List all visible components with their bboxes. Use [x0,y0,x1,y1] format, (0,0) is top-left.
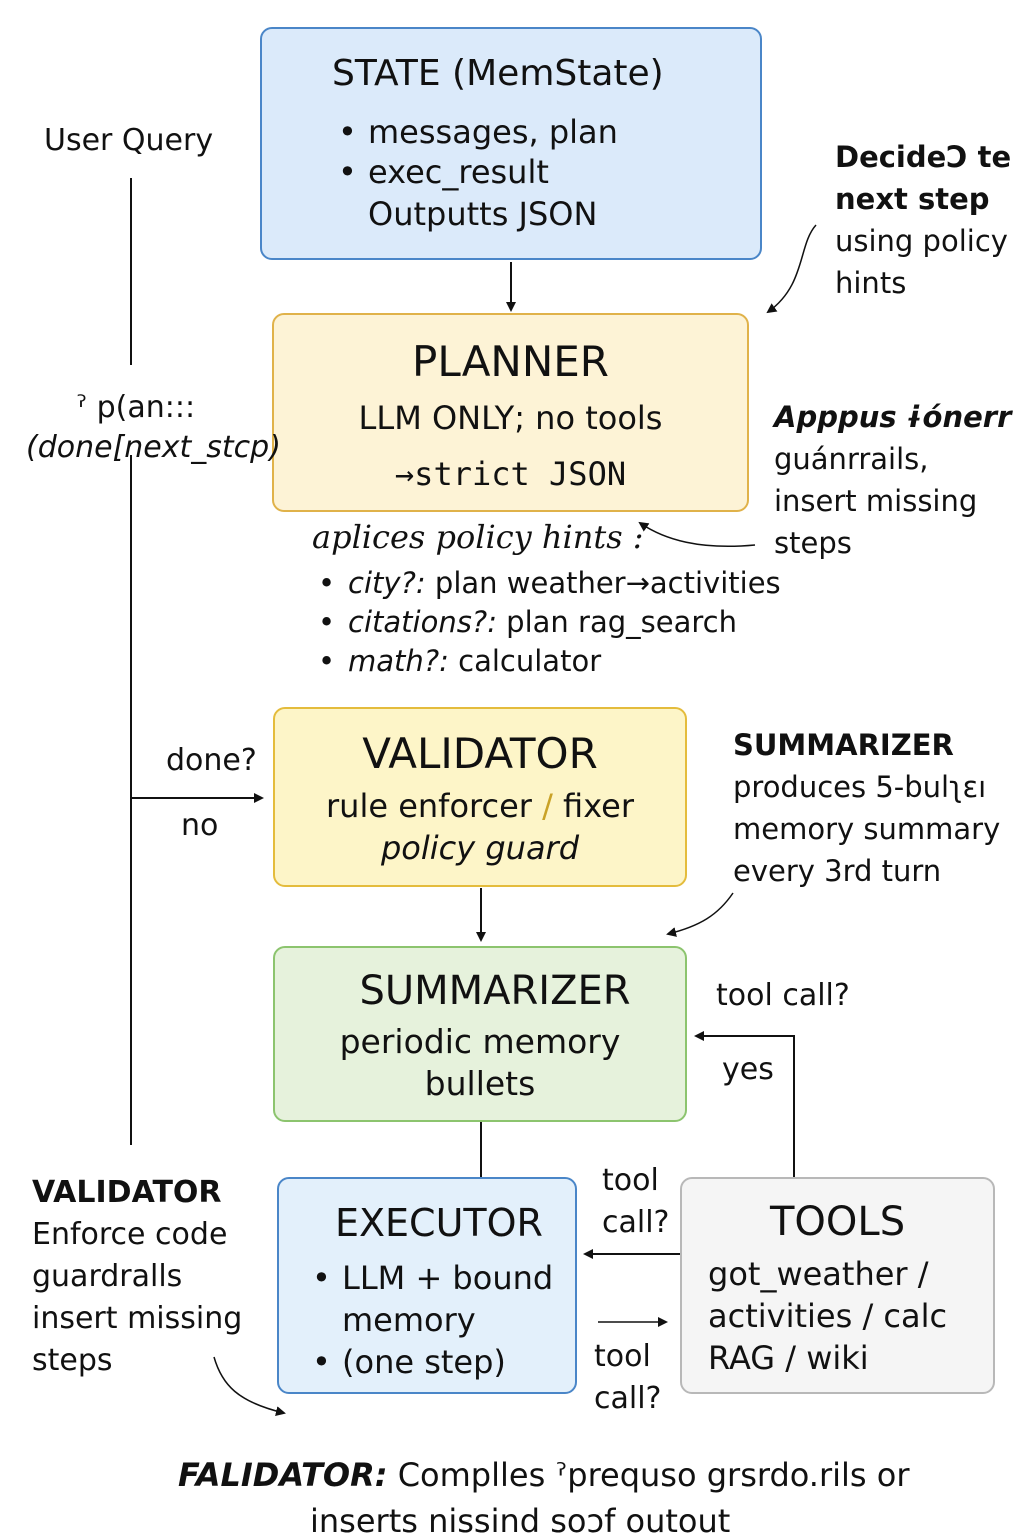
plan-label-line-2: (done[next_stcp) [26,430,281,465]
policy-hint-citations: citations?: plan rag_search [318,605,737,639]
tool-call-mid-line-1: tool [602,1163,659,1198]
tool-call-top-label: tool call? [716,978,850,1013]
validator-line-1a: rule enforcer [326,787,543,825]
footer-line-1: FALIDATOR: Complles ˀprequso grsrdo.rils… [178,1456,909,1494]
executor-bullet-1-cont: memory [342,1301,476,1339]
tools-line-1: got_weather / [708,1255,929,1293]
summarizer-line-2: bullets [424,1064,536,1103]
done-label: done? [166,743,257,778]
tool-call-low-line-2: call? [594,1381,662,1416]
policy-hint-citations-key: citations?: [348,605,497,639]
planner-box: PLANNER LLM ONLY; no tools →strict JSON [272,313,749,512]
state-extra: Outputts JSON [368,195,598,233]
yes-label: yes [722,1052,774,1087]
policy-hint-math-key: math?: [348,644,449,678]
validator-box: VALIDATOR rule enforcer / fixer policy g… [273,707,687,887]
policy-hint-city: city?: plan weather→activities [318,566,781,600]
decide-note-line-4: hints [835,266,907,300]
validator-note-line-5: steps [32,1343,113,1378]
summarizer-note-line-4: every 3rd turn [733,854,942,888]
executor-bullet-2: (one step) [312,1343,506,1381]
policy-hint-math-text: calculator [448,644,602,678]
policy-hint-math: math?: calculator [318,644,602,678]
footer-line-2: inserts nissind soɔf outout [310,1502,731,1540]
policy-hints-heading: aplices policy hints : [312,518,644,556]
applies-note: Apppus ɨónerr guánrrails, insert missing… [774,396,1011,564]
summarizer-line-1: periodic memory [339,1022,621,1061]
plan-label: ˀ p(an::: (done[next_stcp) [26,388,281,468]
validator-title: VALIDATOR [362,729,598,778]
summ-note-arrow [666,892,734,937]
state-bullet-1: messages, plan [338,113,618,151]
tools-line-3: RAG / wiki [708,1339,869,1377]
validator-line-2: policy guard [380,829,580,867]
summarizer-note-line-1: SUMMARIZER [733,728,954,762]
applies-note-line-3: insert missing [774,484,978,518]
validator-note-line-4: insert missing [32,1301,243,1336]
validator-note: VALIDATOR Enforce code guardralls insert… [32,1172,242,1382]
plan-label-line-1: ˀ p(an::: [76,390,196,425]
executor-box: EXECUTOR LLM + bound memory (one step) [277,1177,577,1394]
applies-note-line-1: Apppus ɨónerr [774,400,1012,434]
validator-line-1: rule enforcer / fixer [275,787,685,825]
validator-line-1b: fixer [552,787,634,825]
summarizer-note: SUMMARIZER produces 5-bulʅɛı memory summ… [733,724,1000,892]
tools-to-summarizer-arrow [694,1031,795,1178]
summarizer-box: SUMMARIZER periodic memory bullets [273,946,687,1122]
executor-bullet-1: LLM + bound [312,1259,553,1297]
tool-call-mid-label: tool call? [602,1160,669,1244]
validator-note-arrow [213,1356,286,1416]
validator-slash: / [542,787,553,825]
applies-note-arrow [638,521,756,548]
policy-hint-citations-text: plan rag_search [496,605,737,639]
state-bullet-2: exec_result [338,153,549,191]
policy-hint-city-text: plan weather→activities [425,566,781,600]
summarizer-title: SUMMARIZER [359,968,631,1014]
validator-note-line-3: guardralls [32,1259,183,1294]
footer-lead: FALIDATOR: [178,1456,388,1494]
decide-note: DecideƆ te next step using policy hints [835,136,1011,304]
tool-call-low-line-1: tool [594,1339,651,1374]
tool-call-low-label: tool call? [594,1336,661,1420]
planner-line-1: LLM ONLY; no tools [358,399,663,437]
tool-call-mid-line-2: call? [602,1205,670,1240]
tools-box: TOOLS got_weather / activities / calc RA… [680,1177,995,1394]
user-query-label: User Query [44,123,214,158]
summarizer-note-line-3: memory summary [733,812,1001,846]
no-label: no [181,808,219,843]
validator-note-line-1: VALIDATOR [32,1175,222,1210]
policy-hint-city-key: city?: [348,566,426,600]
decide-note-line-1: DecideƆ te [835,140,1012,174]
applies-note-line-4: steps [774,526,852,560]
footer-rest: Complles ˀprequso grsrdo.rils or [387,1456,910,1494]
state-box: STATE (MemState) messages, plan exec_res… [260,27,762,260]
tools-line-2: activities / calc [708,1297,948,1335]
decide-note-line-3: using policy [835,224,1008,258]
decide-note-line-2: next step [835,182,990,216]
applies-note-line-2: guánrrails, [774,442,929,476]
decide-note-arrow [766,224,817,314]
planner-title: PLANNER [412,337,609,386]
executor-title: EXECUTOR [335,1201,543,1245]
state-title: STATE (MemState) [332,53,664,94]
tools-title: TOOLS [770,1199,906,1245]
validator-note-line-2: Enforce code [32,1217,228,1252]
planner-line-2: →strict JSON [394,455,627,493]
summarizer-note-line-2: produces 5-bulʅɛı [733,770,987,804]
